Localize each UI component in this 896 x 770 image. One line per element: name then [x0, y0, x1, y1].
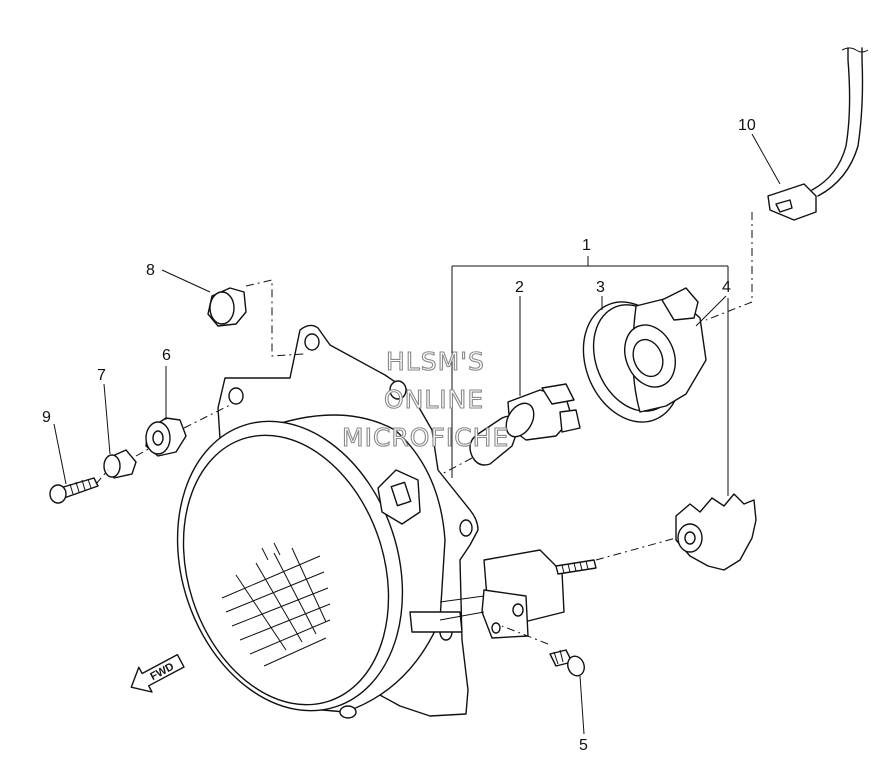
fwd-label: FWD	[148, 661, 176, 683]
leader-lines	[53, 133, 781, 735]
fwd-arrow: FWD	[130, 653, 185, 693]
callout-7: 7	[97, 367, 106, 384]
watermark-line-3: MICROFICHE	[342, 423, 509, 452]
bolt-part-9	[49, 477, 99, 504]
watermark-line-1: HLSM'S	[386, 347, 485, 376]
watermark-line-2: ONLINE	[384, 385, 484, 414]
callout-6: 6	[162, 347, 171, 364]
callout-8: 8	[146, 262, 155, 279]
fwd-arrow-icon	[130, 653, 185, 693]
lens-pattern	[221, 542, 331, 667]
callout-4: 4	[722, 279, 731, 296]
rubber-boot-part-4	[675, 493, 757, 571]
callout-9: 9	[42, 409, 51, 426]
collar-part-7	[103, 449, 137, 479]
callout-labels: 1 2 3 4 5 6 7 8 9 10	[42, 117, 756, 754]
connector-part-10	[767, 47, 869, 221]
callout-10: 10	[738, 117, 756, 134]
assembly-lines	[95, 212, 753, 645]
adjuster-screw	[555, 559, 597, 575]
callout-1: 1	[582, 237, 591, 254]
grommet-part-6	[145, 417, 187, 457]
headlight-housing	[176, 324, 565, 719]
socket-cover-part-3	[582, 287, 707, 423]
callout-3: 3	[596, 279, 605, 296]
callout-5: 5	[579, 737, 588, 754]
watermark: HLSM'S ONLINE MICROFICHE	[341, 346, 509, 452]
screw-part-5	[549, 649, 585, 677]
bulb-part-2	[469, 383, 581, 466]
callout-2: 2	[515, 279, 524, 296]
grommet-part-8	[207, 287, 247, 327]
